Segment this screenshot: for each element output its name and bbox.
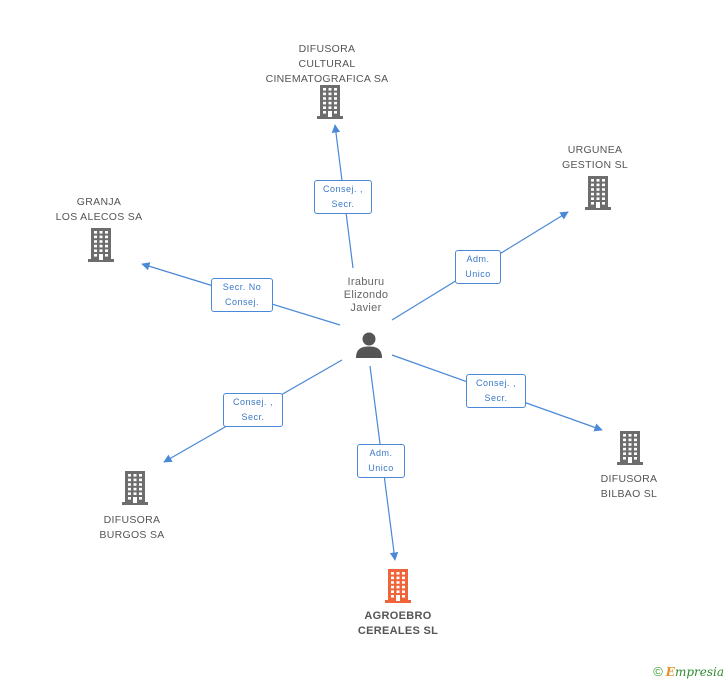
empresia-logo-text: mpresia <box>674 665 724 679</box>
company-label-urgunea[interactable]: URGUNEA GESTION SL <box>562 143 628 173</box>
building-icon <box>617 431 643 465</box>
relation-role-difusora-bilbao[interactable]: Consej. , Secr. <box>466 374 526 408</box>
company-name-line: GRANJA <box>76 196 122 208</box>
relation-role-line: Unico <box>368 463 394 473</box>
company-name-line: BILBAO SL <box>600 488 658 500</box>
company-name-line: DIFUSORA <box>600 473 658 485</box>
relation-role-difusora-burgos[interactable]: Consej. , Secr. <box>223 393 283 427</box>
person-icon <box>356 332 382 358</box>
company-name-line: AGROEBRO <box>364 610 432 622</box>
relation-role-line: Secr. <box>331 199 355 209</box>
company-name-line: CINEMATOGRAFICA SA <box>265 73 389 85</box>
company-label-granja[interactable]: GRANJA LOS ALECOS SA <box>56 195 143 225</box>
person-node[interactable] <box>355 331 383 364</box>
company-name-line: LOS ALECOS SA <box>55 211 143 223</box>
building-icon <box>585 176 611 210</box>
relation-role-line: Consej. , <box>232 397 274 407</box>
company-node-difusora-burgos[interactable] <box>122 471 148 510</box>
building-icon <box>317 85 343 119</box>
person-name-line: Javier <box>350 302 382 314</box>
company-label-difusora-cultural[interactable]: DIFUSORA CULTURAL CINEMATOGRAFICA SA <box>266 42 389 87</box>
copyright-icon: © <box>653 664 663 679</box>
relation-role-agroebro[interactable]: Adm. Unico <box>357 444 405 478</box>
person-name-line: Elizondo <box>343 289 389 301</box>
relation-role-line: Secr. No <box>222 282 262 292</box>
building-icon <box>385 569 411 603</box>
company-label-difusora-bilbao[interactable]: DIFUSORA BILBAO SL <box>601 472 658 502</box>
relation-role-difusora-cultural[interactable]: Consej. , Secr. <box>314 180 372 214</box>
building-icon <box>88 228 114 262</box>
relation-role-line: Adm. <box>466 254 490 264</box>
company-label-agroebro[interactable]: AGROEBRO CEREALES SL <box>358 609 438 639</box>
relation-role-line: Consej. , <box>322 184 364 194</box>
company-name-line: CULTURAL <box>298 58 356 70</box>
relation-role-line: Consej. <box>224 297 259 307</box>
company-node-difusora-cultural[interactable] <box>317 85 343 124</box>
relation-role-line: Secr. <box>241 412 265 422</box>
person-name-line: Iraburu <box>347 276 385 288</box>
company-node-agroebro[interactable] <box>385 569 411 608</box>
relation-role-line: Consej. , <box>475 378 517 388</box>
company-name-line: DIFUSORA <box>103 514 161 526</box>
company-node-granja[interactable] <box>88 228 114 267</box>
company-label-difusora-burgos[interactable]: DIFUSORA BURGOS SA <box>99 513 164 543</box>
company-node-difusora-bilbao[interactable] <box>617 431 643 470</box>
relation-role-line: Unico <box>465 269 491 279</box>
relation-role-granja[interactable]: Secr. No Consej. <box>211 278 273 312</box>
empresia-logo-initial: E <box>665 665 675 679</box>
company-name-line: GESTION SL <box>561 159 629 171</box>
company-node-urgunea[interactable] <box>585 176 611 215</box>
relation-role-line: Adm. <box>369 448 393 458</box>
company-name-line: URGUNEA <box>567 144 623 156</box>
company-name-line: DIFUSORA <box>298 43 356 55</box>
building-icon <box>122 471 148 505</box>
company-name-line: BURGOS SA <box>99 529 165 541</box>
relation-role-line: Secr. <box>484 393 508 403</box>
empresia-watermark[interactable]: ©Empresia <box>653 664 724 679</box>
company-name-line: CEREALES SL <box>357 625 439 637</box>
relation-role-urgunea[interactable]: Adm. Unico <box>455 250 501 284</box>
